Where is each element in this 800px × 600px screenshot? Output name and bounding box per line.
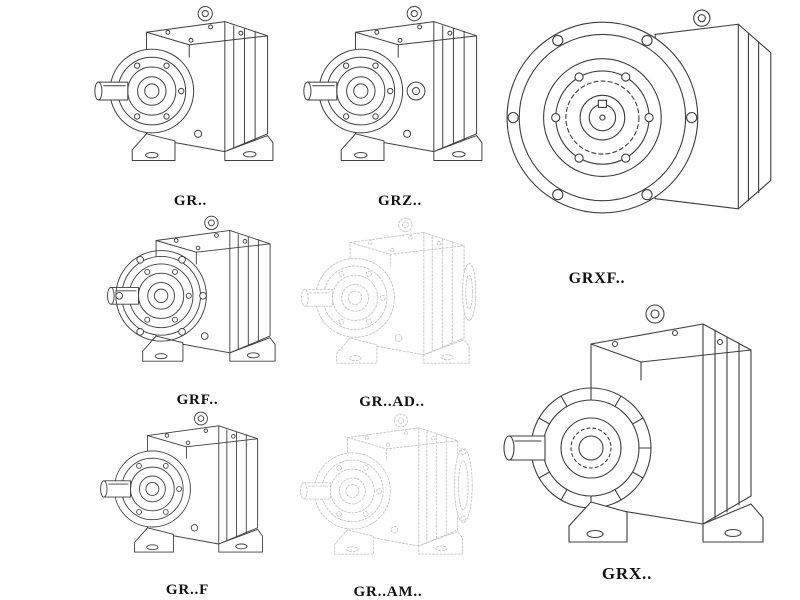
figure-gr: GR.. xyxy=(88,2,293,210)
figure-label-grf-foot: GR..F xyxy=(165,582,210,598)
gearbox-drawing-grf-foot xyxy=(95,408,281,578)
gearbox-drawing-grx xyxy=(495,300,795,560)
figure-gram: GR..AM.. xyxy=(288,410,488,600)
figure-label-grx: GRX.. xyxy=(601,564,653,583)
figure-grz: GRZ.. xyxy=(300,2,500,210)
figure-grf-foot: GR..F xyxy=(85,408,290,599)
large-foot-mounted-gearbox-art xyxy=(504,305,763,542)
input-adapter-gearbox-art xyxy=(301,218,475,363)
gearbox-drawing-grad xyxy=(297,214,487,390)
figure-label-grxf: GRXF.. xyxy=(568,270,626,287)
f-version-foot-gearbox-art xyxy=(100,412,262,552)
gearbox-drawing-grxf xyxy=(503,6,787,266)
figure-grx: GRX.. xyxy=(495,300,795,584)
flange-mounted-gearbox-art xyxy=(507,10,771,213)
figure-label-gr: GR.. xyxy=(173,193,208,209)
gearbox-drawing-gr xyxy=(93,2,289,189)
figure-label-gram: GR..AM.. xyxy=(353,584,423,600)
gearbox-drawing-grz xyxy=(302,2,498,189)
figure-label-grz: GRZ.. xyxy=(377,193,422,209)
foot-mounted-gearbox-z-art xyxy=(304,6,482,160)
flange-version-gearbox-art xyxy=(107,216,275,361)
figure-grf: GRF.. xyxy=(95,212,300,409)
figure-grxf: GRXF.. xyxy=(502,6,788,288)
figure-label-grad: GR..AD.. xyxy=(359,394,425,410)
figure-grad: GR..AD.. xyxy=(292,214,492,411)
gearbox-drawing-grf xyxy=(103,212,293,388)
gearbox-drawing-gram xyxy=(295,410,481,580)
figure-label-grf: GRF.. xyxy=(176,392,219,408)
motor-adapter-gearbox-art xyxy=(301,414,473,554)
foot-mounted-gearbox-art xyxy=(94,6,272,160)
